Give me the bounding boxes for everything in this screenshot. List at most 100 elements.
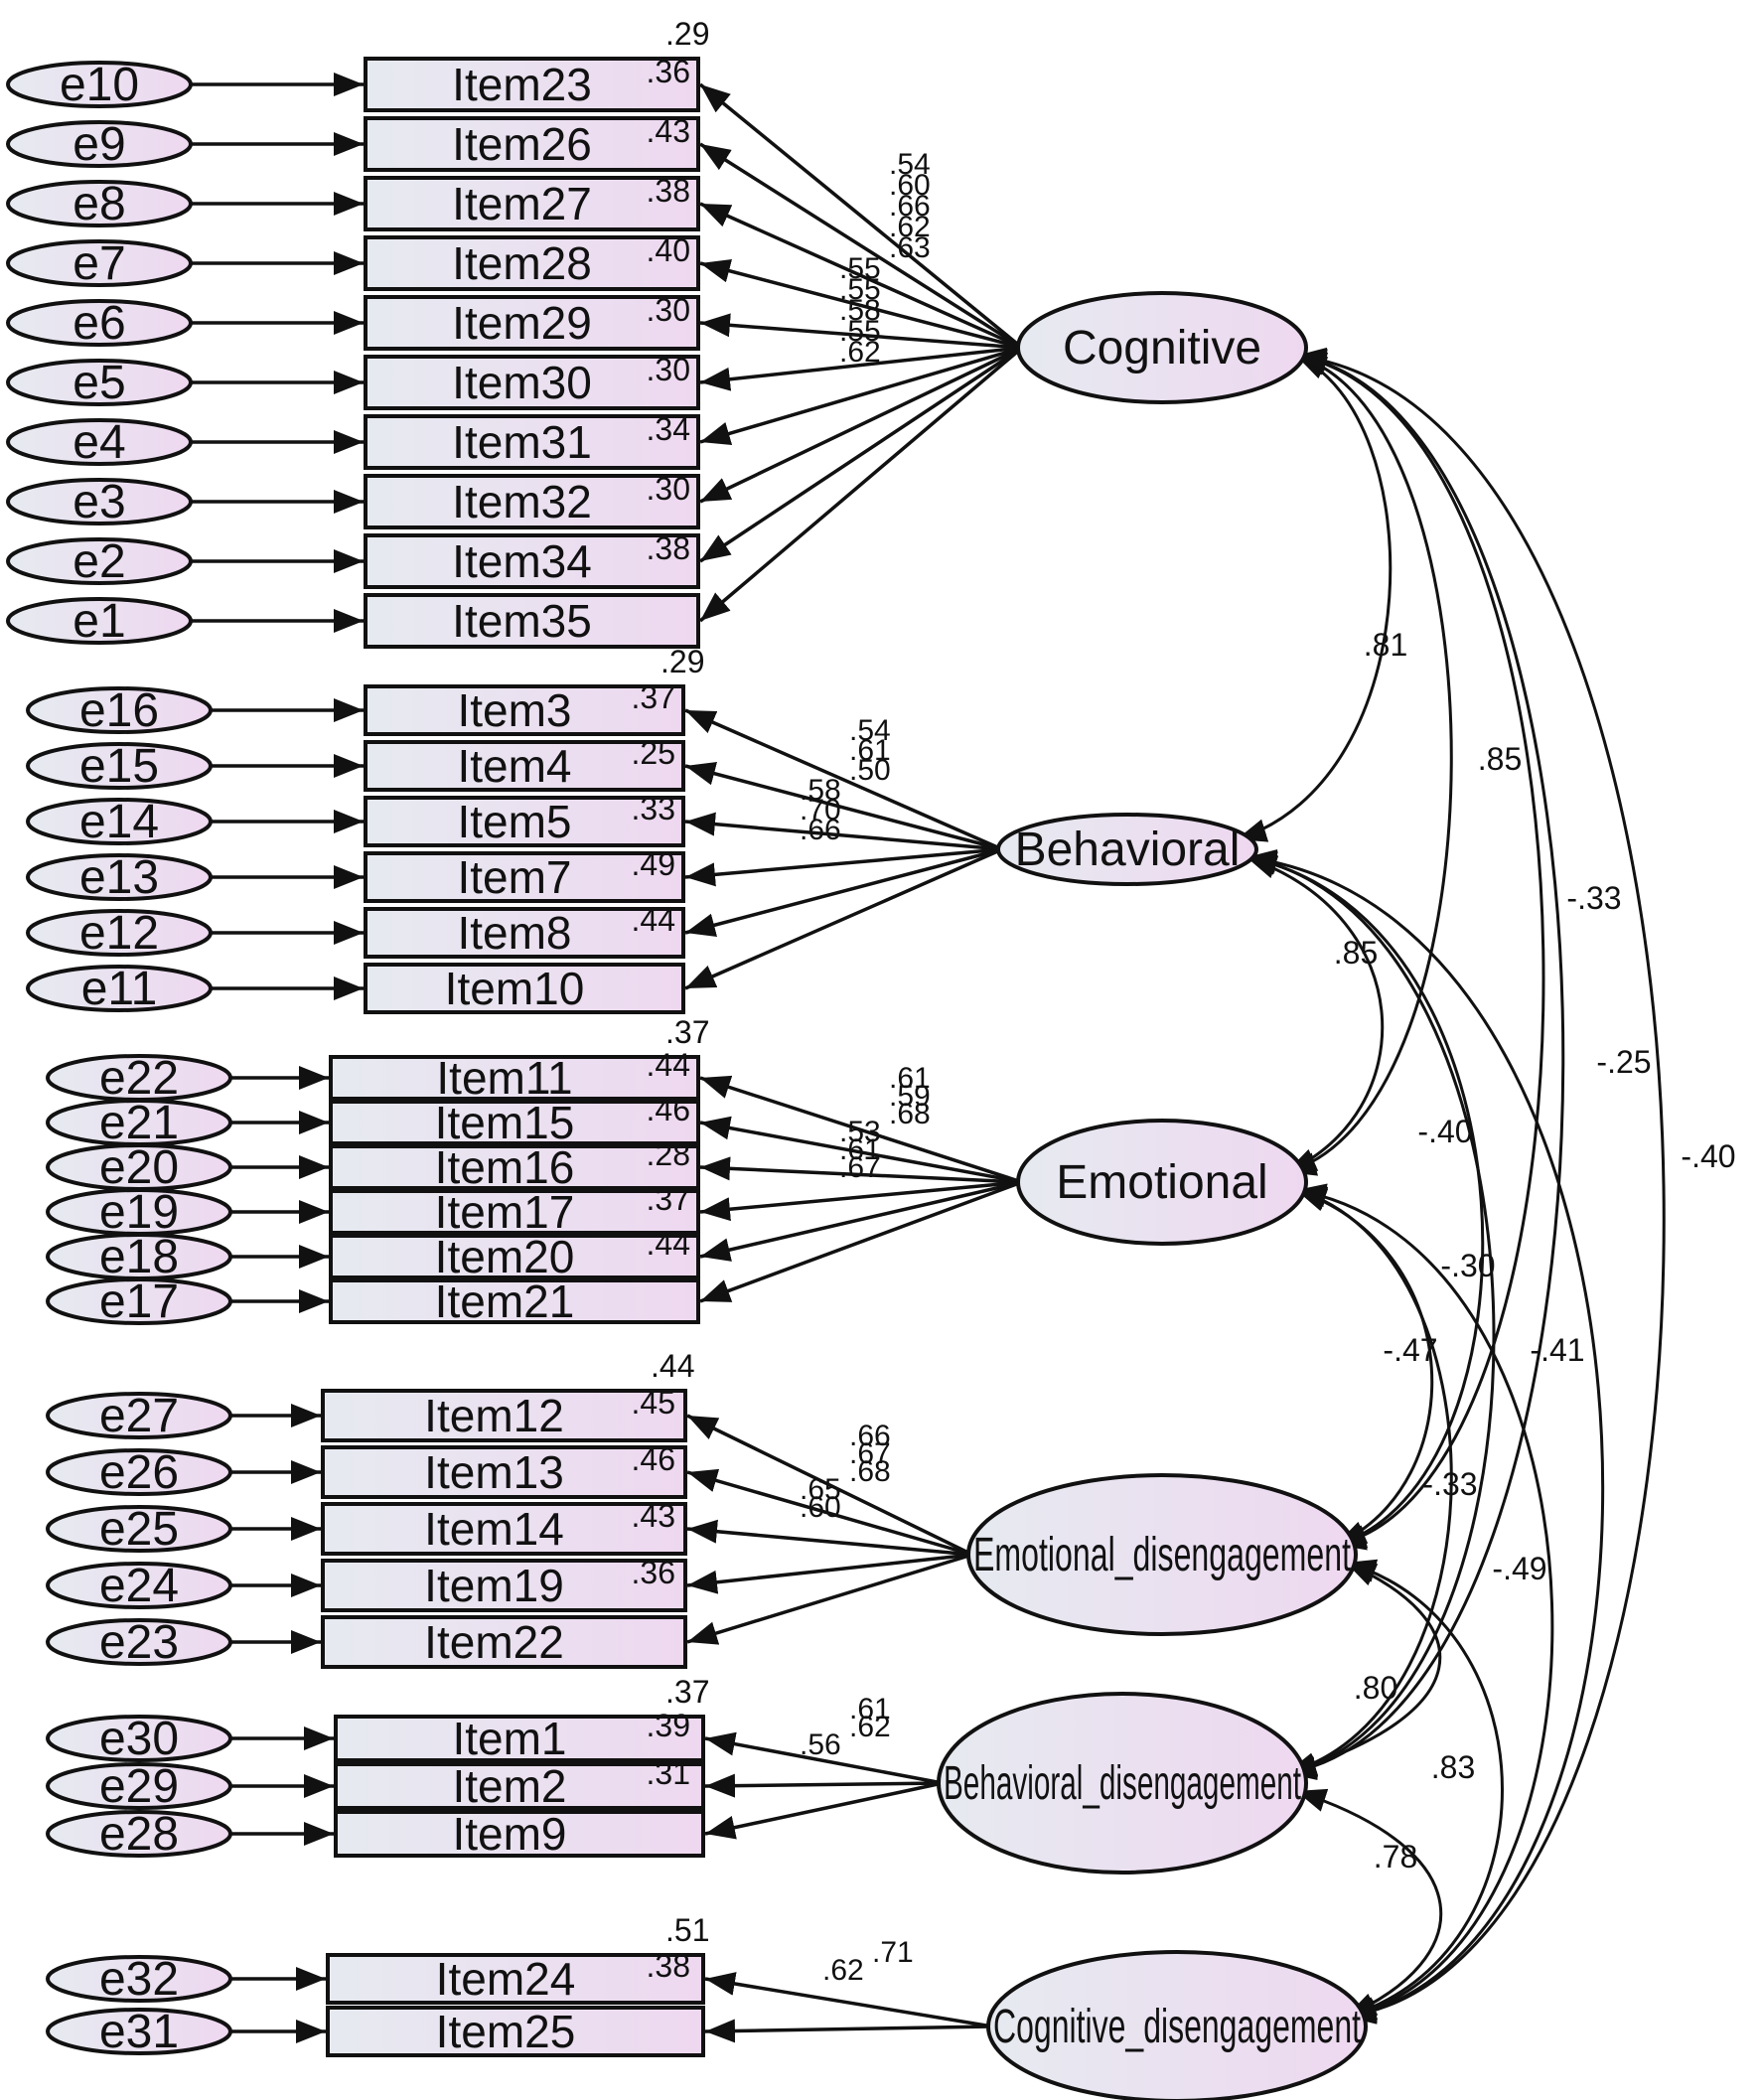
r2-label: .44 <box>647 1047 690 1083</box>
item-label: Item35 <box>452 595 592 647</box>
item-box: Item28 <box>364 235 700 291</box>
loading-path <box>704 1731 944 1785</box>
item-label: Item3 <box>457 684 571 736</box>
error-term: e16 <box>26 684 213 737</box>
item-box: Item1 <box>334 1713 705 1764</box>
error-label: e26 <box>99 1446 179 1499</box>
item-box: Item31 <box>364 414 700 470</box>
item-rect <box>364 796 685 847</box>
error-ellipse <box>46 1618 232 1666</box>
r2-label: .37 <box>647 1181 690 1217</box>
top-r2-label: .29 <box>660 644 704 679</box>
loading-path <box>699 202 1023 350</box>
item-label: Item1 <box>452 1713 566 1764</box>
loading-path <box>686 1519 973 1557</box>
loading-path <box>686 1468 973 1557</box>
correlation-layer <box>1236 347 1666 2025</box>
error-label: e25 <box>99 1503 179 1556</box>
error-label: e6 <box>73 297 125 350</box>
loading-path <box>699 1180 1023 1222</box>
loading-path <box>684 847 1003 990</box>
loading-label: .62 <box>889 211 931 243</box>
correlation-curve <box>1246 855 1385 1174</box>
loading-label: .50 <box>849 754 891 787</box>
error-term: e21 <box>46 1097 232 1149</box>
error-term: e32 <box>46 1953 232 2006</box>
loading-label: .62 <box>822 1954 864 1987</box>
correlation-curve <box>1295 349 1545 1551</box>
loading-label: .58 <box>839 294 881 327</box>
item-box: Item4 <box>364 740 685 792</box>
loading-path <box>699 1116 1023 1184</box>
loading-path <box>686 1553 973 1645</box>
loading-path <box>684 708 1003 851</box>
error-ellipse <box>6 239 193 287</box>
item-label: Item27 <box>452 178 592 229</box>
latent-behavioral-disengagement: Behavioral_disengagement <box>937 1692 1308 1875</box>
error-ellipse <box>6 359 193 406</box>
item-box: Item25 <box>326 2006 705 2057</box>
error-ellipse <box>6 61 193 108</box>
error-term: e27 <box>46 1390 232 1442</box>
error-term: e7 <box>6 237 193 290</box>
labels-layer: .29.36.43.38.40.30.30.34.30.38.54.60.66.… <box>632 16 1736 1987</box>
item-box: Item3 <box>364 684 685 736</box>
correlation-label: .78 <box>1374 1839 1417 1875</box>
item-rect <box>364 176 700 231</box>
error-term: e14 <box>26 796 213 848</box>
item-box: Item27 <box>364 176 700 231</box>
correlation-label: -.47 <box>1383 1332 1437 1368</box>
loading-path <box>699 313 1023 350</box>
r2-label: .36 <box>632 1555 675 1590</box>
latent-ellipse <box>966 1473 1358 1636</box>
loading-path <box>699 1075 1023 1184</box>
error-ellipse <box>46 2008 232 2055</box>
error-term: e11 <box>26 963 213 1015</box>
loading-label: .60 <box>800 1491 841 1524</box>
loading-label: .53 <box>839 1116 881 1148</box>
loading-path <box>699 1156 1023 1184</box>
correlation-label: -.49 <box>1492 1551 1546 1586</box>
error-term: e25 <box>46 1503 232 1556</box>
latent-ellipse <box>1016 1119 1308 1246</box>
correlation-label: .80 <box>1354 1670 1397 1706</box>
loading-label: .67 <box>839 1151 881 1184</box>
error-term: e19 <box>46 1186 232 1239</box>
error-term: e31 <box>46 2006 232 2058</box>
item-rect <box>329 1189 700 1235</box>
loading-label: .71 <box>872 1936 914 1969</box>
item-rect <box>364 963 685 1014</box>
item-rect <box>321 1389 687 1442</box>
loading-path <box>686 1553 973 1594</box>
item-rect <box>334 1762 705 1810</box>
error-label: e11 <box>81 963 158 1015</box>
item-label: Item5 <box>457 796 571 847</box>
r2-label: .46 <box>632 1441 675 1477</box>
item-label: Item20 <box>435 1231 575 1282</box>
latent-label: Behavioral <box>1015 824 1241 876</box>
loading-path <box>684 762 1003 851</box>
error-label: e21 <box>99 1097 179 1149</box>
item-rect <box>364 235 700 291</box>
correlation-curve <box>1295 347 1666 2025</box>
error-label: e7 <box>73 237 125 290</box>
error-term: e15 <box>26 740 213 793</box>
r2-label: .33 <box>632 791 675 826</box>
loading-label: .54 <box>849 714 891 747</box>
item-label: Item22 <box>424 1616 564 1668</box>
correlation-label: .81 <box>1364 627 1407 663</box>
loading-label: .62 <box>839 336 881 369</box>
item-rect <box>364 907 685 959</box>
correlation-label: -.25 <box>1596 1044 1651 1080</box>
item-label: Item9 <box>452 1808 566 1860</box>
r2-label: .46 <box>647 1092 690 1127</box>
item-label: Item15 <box>435 1097 575 1148</box>
latent-ellipse <box>996 813 1258 886</box>
latent-emotional-disengagement: Emotional_disengagement <box>966 1473 1358 1636</box>
loading-label: .66 <box>849 1420 891 1452</box>
paths-layer <box>191 73 1024 2043</box>
error-label: e16 <box>79 684 159 737</box>
error-label: e15 <box>79 740 159 793</box>
